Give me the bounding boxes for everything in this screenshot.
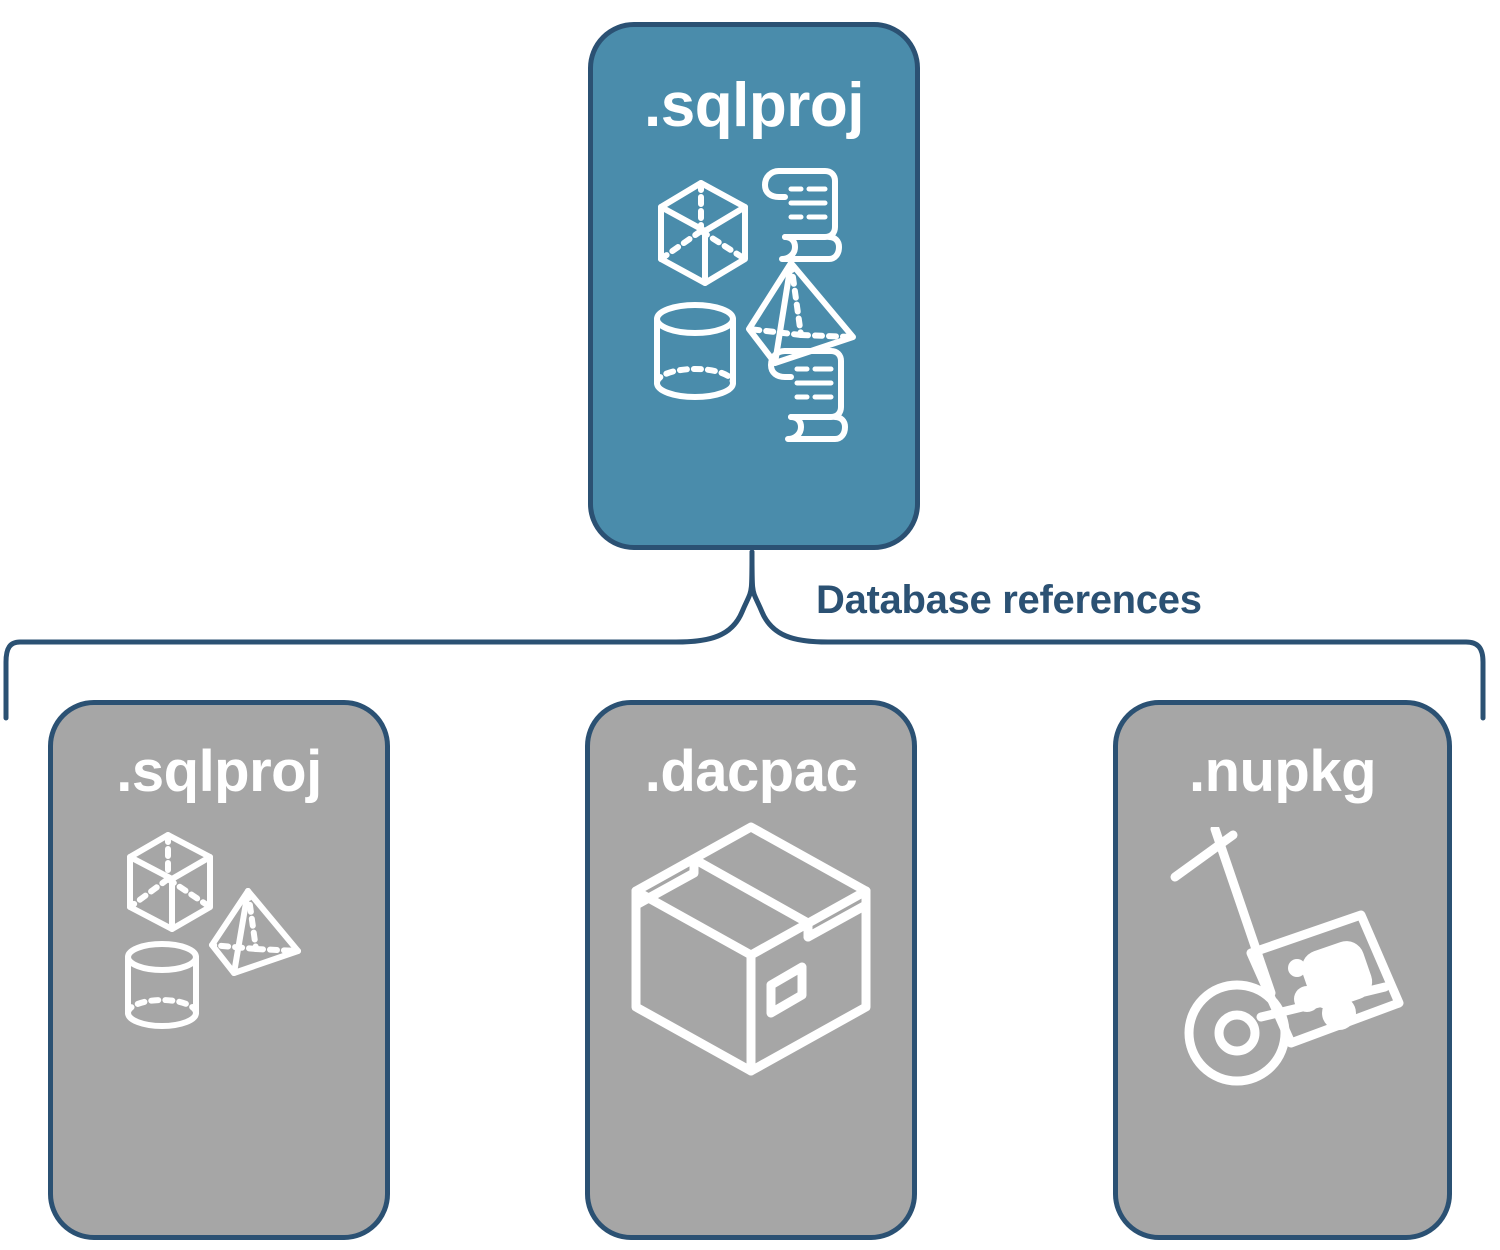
card-title: .nupkg [1188,739,1377,804]
cylinder-icon [125,941,199,1029]
root-icon-group [654,168,856,442]
card-root-sqlproj[interactable]: .sqlproj [588,22,920,550]
pyramid-icon [209,888,301,976]
card-child-nupkg[interactable]: .nupkg [1113,700,1452,1240]
package-box-icon [631,822,871,1076]
card-child-dacpac[interactable]: .dacpac [585,700,917,1240]
sqlproj-icon-group [125,832,301,1029]
cube-icon [658,180,748,286]
scroll-icon [762,168,842,262]
bracket-path-right [749,549,1486,721]
bracket-path [3,549,755,721]
cylinder-icon [654,302,736,400]
cube-icon [127,832,213,932]
connector-label: Database references [816,578,1202,622]
hand-truck-icon [1170,827,1403,1086]
card-title: .dacpac [644,739,858,804]
pyramid-icon [746,260,856,366]
card-title: .sqlproj [116,739,322,804]
card-child-sqlproj[interactable]: .sqlproj [48,700,390,1240]
card-title: .sqlproj [644,71,864,140]
scroll-icon [768,348,848,442]
nuget-blobs [1287,941,1372,1030]
